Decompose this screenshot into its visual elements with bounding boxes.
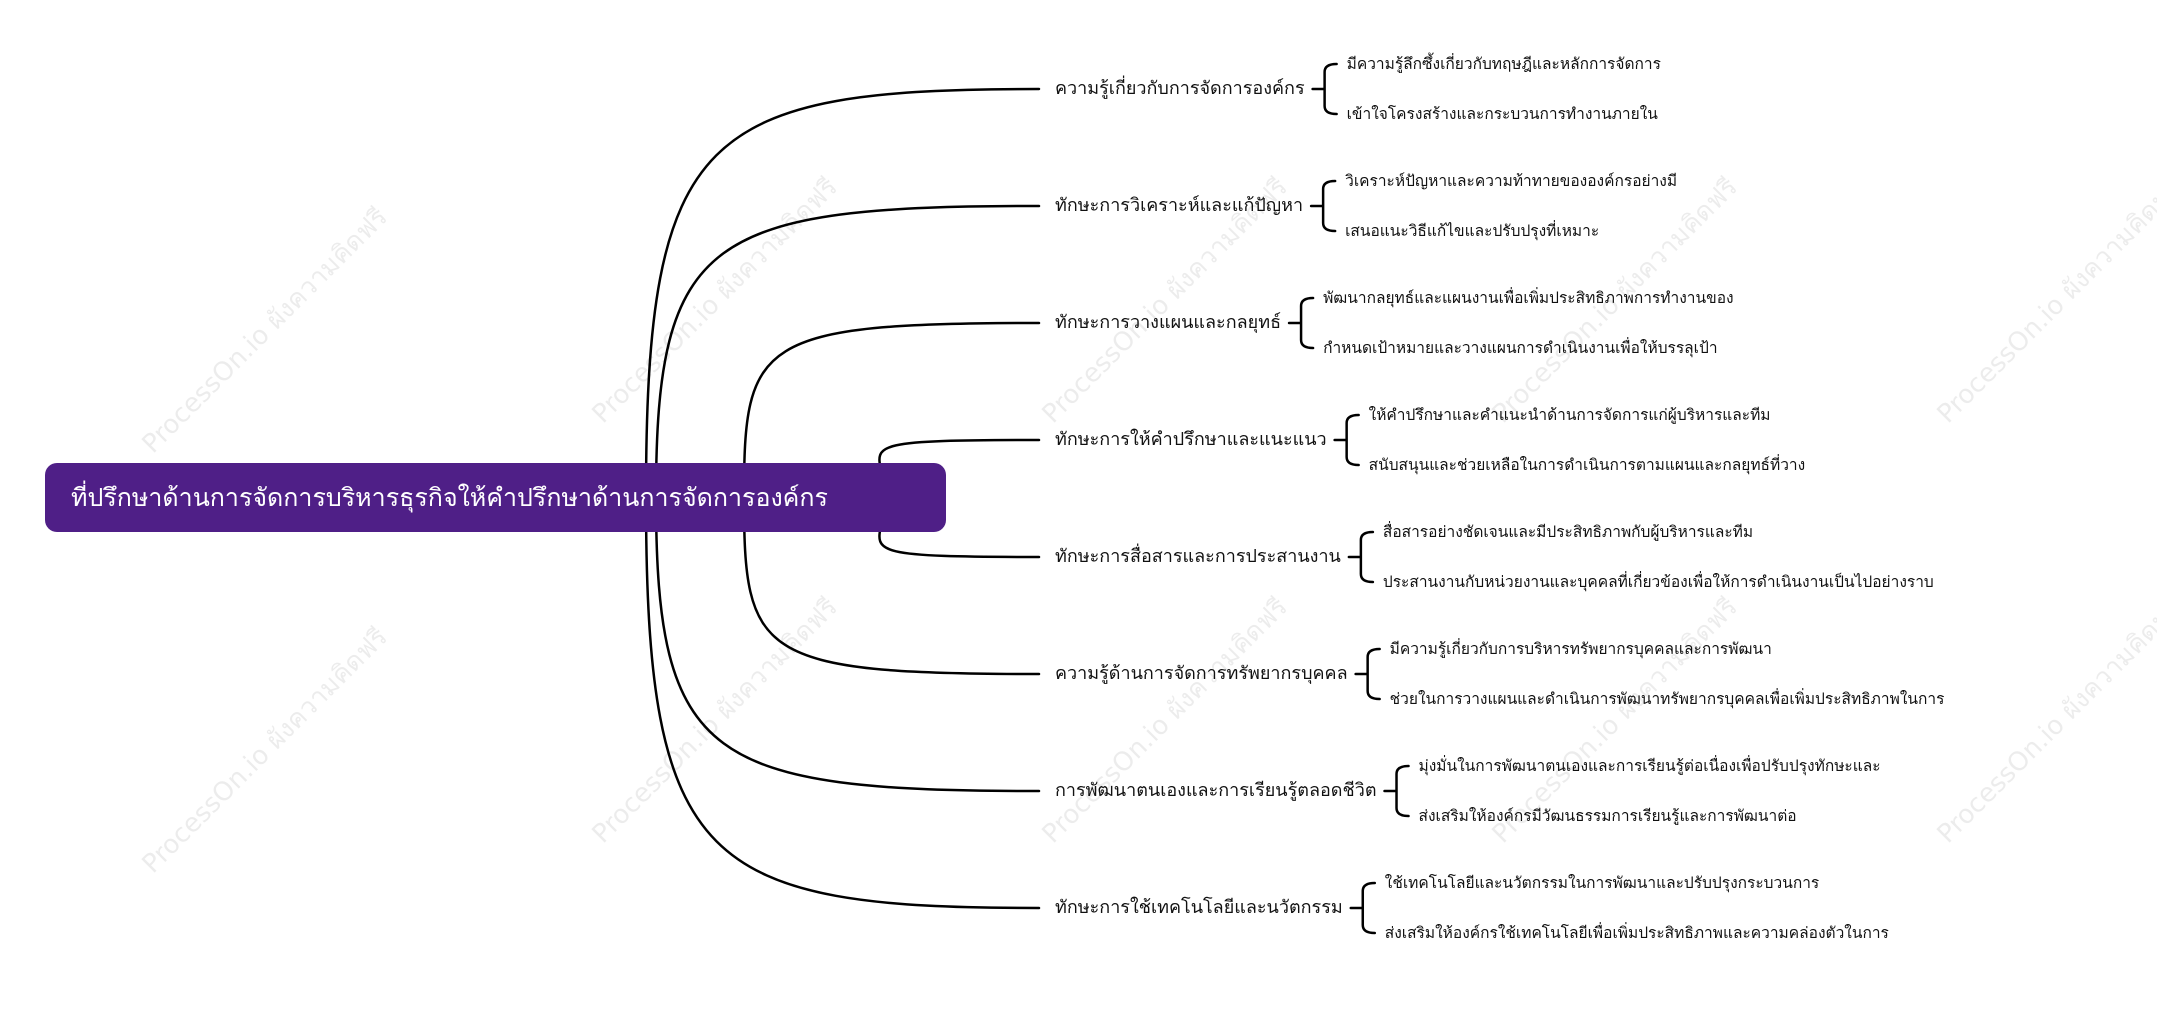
- branch-topic[interactable]: การพัฒนาตนเองและการเรียนรู้ตลอดชีวิต: [1055, 780, 1377, 801]
- branch-brace: [1309, 179, 1337, 233]
- sub-topic[interactable]: ประสานงานกับหน่วยงานและบุคคลที่เกี่ยวข้อ…: [1382, 573, 1934, 591]
- sub-topic[interactable]: สื่อสารอย่างชัดเจนและมีประสิทธิภาพกับผู้…: [1382, 523, 1754, 541]
- branch-topic[interactable]: ทักษะการให้คำปรึกษาและแนะแนว: [1055, 429, 1327, 450]
- sub-topic[interactable]: ช่วยในการวางแผนและดำเนินการพัฒนาทรัพยากร…: [1389, 690, 1945, 708]
- sub-topic[interactable]: ใช้เทคโนโลยีและนวัตกรรมในการพัฒนาและปรับ…: [1384, 874, 1820, 892]
- connector-root-to-branch: [644, 87, 1041, 499]
- branch-brace: [1354, 647, 1381, 701]
- connector-root-to-branch: [644, 495, 1041, 910]
- branch-brace: [1349, 881, 1377, 935]
- branch-topic[interactable]: ทักษะการสื่อสารและการประสานงาน: [1055, 546, 1341, 567]
- sub-topic[interactable]: มีความรู้เกี่ยวกับการบริหารทรัพยากรบุคคล…: [1389, 640, 1772, 658]
- sub-topic[interactable]: ส่งเสริมให้องค์กรใช้เทคโนโลยีเพื่อเพิ่มป…: [1384, 924, 1889, 942]
- branch-topic[interactable]: ทักษะการวางแผนและกลยุทธ์: [1055, 312, 1282, 333]
- sub-topic[interactable]: มีความรู้ลึกซึ้งเกี่ยวกับทฤษฎีและหลักการ…: [1346, 55, 1661, 73]
- root-topic-label: ที่ปรึกษาด้านการจัดการบริหารธุรกิจให้คำป…: [71, 482, 828, 512]
- sub-topic[interactable]: ให้คำปรึกษาและคำแนะนำด้านการจัดการแก่ผู้…: [1368, 406, 1771, 424]
- branch-brace: [1287, 296, 1315, 350]
- sub-topic[interactable]: เข้าใจโครงสร้างและกระบวนการทำงานภายใน: [1346, 105, 1658, 123]
- branch-topic[interactable]: ความรู้ด้านการจัดการทรัพยากรบุคคล: [1055, 663, 1348, 684]
- sub-topic[interactable]: สนับสนุนและช่วยเหลือในการดำเนินการตามแผน…: [1368, 456, 1806, 474]
- root-topic[interactable]: ที่ปรึกษาด้านการจัดการบริหารธุรกิจให้คำป…: [45, 463, 946, 532]
- branch-topic[interactable]: ความรู้เกี่ยวกับการจัดการองค์กร: [1055, 78, 1305, 99]
- branch-brace: [1333, 413, 1360, 467]
- sub-topic[interactable]: มุ่งมั่นในการพัฒนาตนเองและการเรียนรู้ต่อ…: [1418, 757, 1881, 775]
- connector-root-to-branch: [742, 321, 1041, 499]
- branch-brace: [1347, 530, 1375, 584]
- connector-root-to-branch: [654, 495, 1041, 793]
- sub-topic[interactable]: วิเคราะห์ปัญหาและความท้าทายขององค์กรอย่า…: [1345, 172, 1678, 190]
- sub-topic[interactable]: พัฒนากลยุทธ์และแผนงานเพื่อเพิ่มประสิทธิภ…: [1323, 289, 1734, 307]
- branch-topic[interactable]: ทักษะการวิเคราะห์และแก้ปัญหา: [1055, 195, 1304, 216]
- connector-root-to-branch: [742, 495, 1041, 676]
- sub-topic[interactable]: เสนอแนะวิธีแก้ไขและปรับปรุงที่เหมาะ: [1345, 222, 1600, 240]
- sub-topic[interactable]: กำหนดเป้าหมายและวางแผนการดำเนินงานเพื่อใ…: [1323, 339, 1718, 357]
- branch-topic[interactable]: ทักษะการใช้เทคโนโลยีและนวัตกรรม: [1055, 897, 1343, 918]
- connector-root-to-branch: [654, 204, 1041, 499]
- sub-topic[interactable]: ส่งเสริมให้องค์กรมีวัฒนธรรมการเรียนรู้แล…: [1418, 807, 1797, 825]
- branch-brace: [1383, 764, 1410, 818]
- branch-brace: [1311, 62, 1338, 116]
